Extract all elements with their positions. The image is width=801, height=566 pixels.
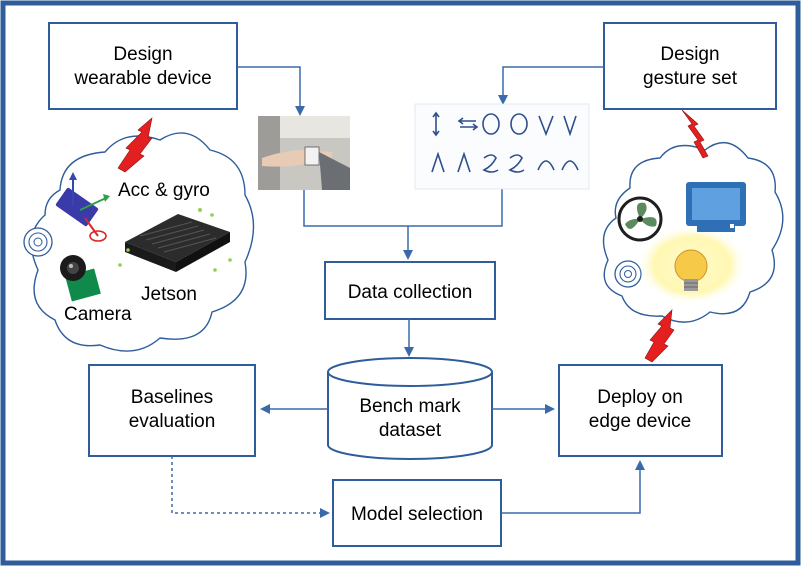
imu-sensor-icon: [55, 172, 110, 242]
baselines-line1: Baselines: [131, 387, 213, 408]
arrow-baselines-to-model: [171, 456, 330, 518]
arrow-model-to-deploy: [501, 460, 645, 514]
acc-gyro-label: Acc & gyro: [118, 180, 210, 201]
design-wearable-line2: wearable device: [73, 68, 211, 89]
data-collection-label: Data collection: [348, 282, 473, 303]
baselines-line2: evaluation: [129, 411, 216, 432]
gesture-set-chart: [414, 103, 590, 190]
connectors: [171, 66, 645, 518]
lightning-icon-left: [117, 117, 153, 173]
model-selection-label: Model selection: [351, 504, 483, 525]
arrow-wearable-to-photo: [237, 66, 305, 116]
camera-icon: [60, 255, 101, 302]
deploy-edge-box: Deploy on edge device: [558, 364, 723, 457]
jetson-board-icon: [118, 208, 232, 272]
wearable-photo: [258, 116, 350, 190]
hardware-cloud: Acc & gyro Jetson: [23, 132, 255, 352]
edge-device-cloud: [602, 141, 784, 323]
benchmark-dataset-cylinder: Bench mark dataset: [327, 357, 493, 460]
camera-label: Camera: [64, 304, 132, 325]
arrow-gesture-to-chart: [498, 66, 604, 105]
lightning-icon-right-top: [681, 109, 709, 159]
lightning-icon-right-bottom: [644, 309, 675, 363]
deploy-line1: Deploy on: [597, 387, 683, 408]
baselines-evaluation-box: Baselines evaluation: [88, 364, 256, 457]
model-selection-box: Model selection: [332, 479, 502, 547]
jetson-label: Jetson: [141, 284, 197, 305]
fan-icon: [617, 196, 663, 242]
design-gesture-box: Design gesture set: [603, 22, 777, 110]
benchmark-line1: Bench mark: [359, 396, 461, 417]
design-wearable-box: Design wearable device: [48, 22, 238, 110]
data-collection-box: Data collection: [324, 261, 496, 320]
design-wearable-line1: Design: [113, 44, 172, 65]
design-gesture-line1: Design: [660, 44, 719, 65]
line-photo-to-merge: [303, 190, 408, 227]
design-gesture-line2: gesture set: [643, 68, 738, 89]
light-bulb-icon: [674, 249, 708, 291]
deploy-line2: edge device: [589, 411, 691, 432]
monitor-icon: [686, 182, 746, 232]
line-chart-to-merge: [408, 187, 503, 227]
benchmark-line2: dataset: [379, 420, 442, 441]
